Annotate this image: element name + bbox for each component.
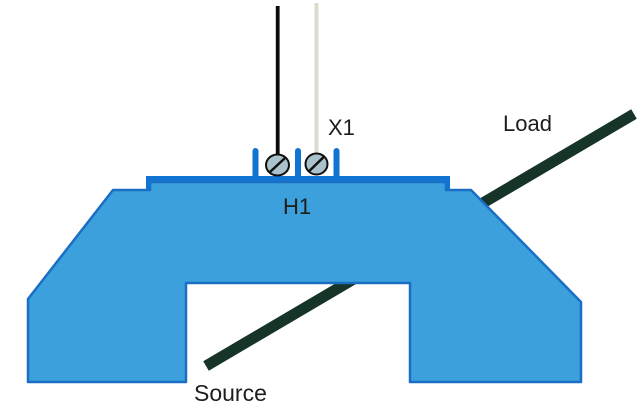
terminal-post-middle [295,148,301,180]
terminal-post-left [252,148,259,180]
terminal-post-right [333,148,340,180]
screw-slot-icon [269,157,286,173]
terminal-plate [146,176,450,189]
screw-slot-icon [308,156,325,172]
label-x1-terminal: X1 [328,115,355,140]
label-load: Load [503,111,552,136]
ct-body [26,180,583,384]
terminal-screw-left [265,153,290,177]
terminal-screw-right [304,152,329,176]
label-source: Source [194,380,267,406]
label-h1-terminal: H1 [283,194,311,219]
